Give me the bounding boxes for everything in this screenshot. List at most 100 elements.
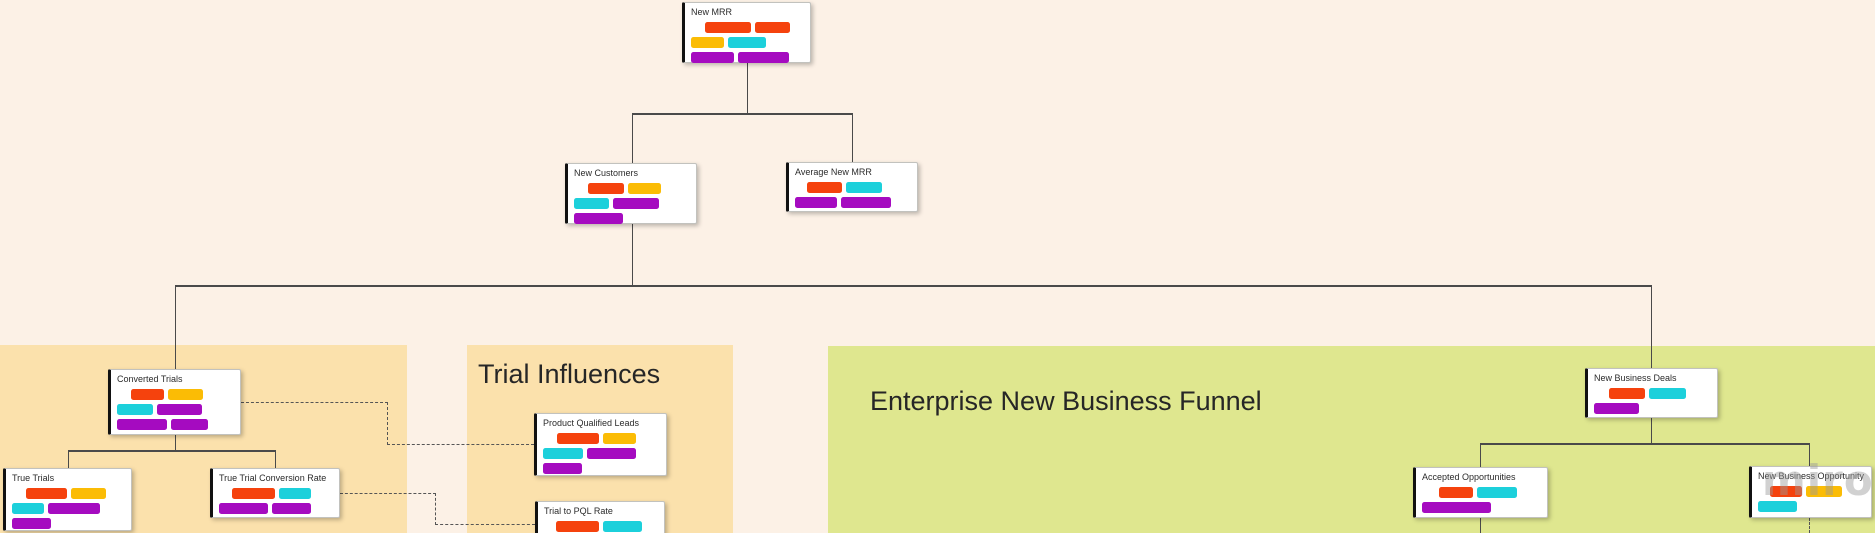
node-title: True Trial Conversion Rate [219,473,327,483]
purple-redacted-bar [574,213,623,224]
cyan-redacted-bar [603,521,642,532]
frame-title-trial-influences: Trial Influences [478,359,661,389]
node-new-mrr[interactable]: New MRR [682,2,811,63]
node-accepted-opportunities[interactable]: Accepted Opportunities [1413,467,1548,518]
yellow-redacted-bar [1806,486,1842,497]
cyan-redacted-bar [1758,501,1797,512]
node-bars [1422,487,1541,513]
red-redacted-bar [807,182,842,193]
node-bars [574,183,690,224]
purple-redacted-bar [738,52,789,63]
red-redacted-bar [755,22,790,33]
influence-connector-conversionrate-v [435,493,436,525]
node-title: Average New MRR [795,167,872,177]
connector-to-true-trial-conversion-rate [274,450,276,468]
cyan-redacted-bar [728,37,766,48]
purple-redacted-bar [1594,403,1639,414]
connector-level3-horizontal-right [1480,443,1810,445]
purple-redacted-bar [795,197,837,208]
connector-to-new-customers [631,113,633,163]
node-new-business-opportunity[interactable]: New Business Opportunity [1749,466,1872,518]
red-redacted-bar [232,488,275,499]
influence-connector-to-pql [387,444,534,445]
connector-convertedtrials-down [174,435,176,451]
purple-redacted-bar [117,419,167,430]
cyan-redacted-bar [279,488,311,499]
frame-title-enterprise-funnel: Enterprise New Business Funnel [870,386,1262,416]
connector-to-average-new-mrr [851,113,853,162]
connector-newmrr-down [746,63,748,114]
node-bars [795,182,911,208]
influence-connector-convertedtrials-h [241,402,388,403]
yellow-redacted-bar [71,488,106,499]
yellow-redacted-bar [628,183,661,194]
connector-level2-horizontal [175,285,1652,287]
yellow-redacted-bar [691,37,724,48]
influence-connector-conversionrate-h [340,493,436,494]
node-title: New Business Opportunity [1758,471,1865,481]
node-bars [219,488,333,514]
node-title: Product Qualified Leads [543,418,640,428]
node-bars [543,433,660,474]
purple-redacted-bar [48,503,100,514]
connector-to-new-business-deals [1650,285,1652,368]
influence-connector-newbusinessopportunity-down [1808,518,1810,533]
node-average-new-mrr[interactable]: Average New MRR [786,162,918,212]
purple-redacted-bar [157,404,202,415]
red-redacted-bar [705,22,751,33]
connector-to-accepted-opportunities [1479,443,1481,467]
influence-connector-to-pqlrate [435,524,535,525]
node-bars [12,488,125,529]
node-bars [1594,388,1711,414]
purple-redacted-bar [171,419,208,430]
node-product-qualified-leads[interactable]: Product Qualified Leads [534,413,667,476]
purple-redacted-bar [1422,502,1491,513]
node-bars [544,521,658,532]
node-true-trials[interactable]: True Trials [3,468,132,531]
purple-redacted-bar [841,197,891,208]
red-redacted-bar [1609,388,1645,399]
connector-to-new-business-opportunity [1808,443,1810,466]
yellow-redacted-bar [168,389,203,400]
cyan-redacted-bar [1649,388,1686,399]
connector-level3-horizontal-left [68,450,276,452]
connector-to-true-trials [67,450,69,468]
red-redacted-bar [557,433,599,444]
node-new-business-deals[interactable]: New Business Deals [1585,368,1718,418]
yellow-redacted-bar [603,433,636,444]
connector-newcustomers-down [631,224,633,286]
connector-level1-horizontal [632,113,853,115]
cyan-redacted-bar [574,198,609,209]
node-converted-trials[interactable]: Converted Trials [108,369,241,435]
red-redacted-bar [26,488,67,499]
node-bars [691,22,804,63]
node-title: True Trials [12,473,55,483]
node-title: Accepted Opportunities [1422,472,1516,482]
node-new-customers[interactable]: New Customers [565,163,697,224]
red-redacted-bar [556,521,599,532]
purple-redacted-bar [691,52,734,63]
purple-redacted-bar [543,463,582,474]
connector-to-converted-trials [174,285,176,369]
red-redacted-bar [1439,487,1473,498]
influence-connector-convertedtrials-v [387,402,388,445]
connector-newbusinessdeals-down [1650,418,1652,444]
red-redacted-bar [1770,486,1802,497]
purple-redacted-bar [12,518,51,529]
red-redacted-bar [588,183,624,194]
node-title: New Customers [574,168,639,178]
node-bars [117,389,234,430]
node-title: Converted Trials [117,374,183,384]
purple-redacted-bar [587,448,636,459]
purple-redacted-bar [219,503,268,514]
node-trial-to-pql-rate[interactable]: Trial to PQL Rate [535,501,665,533]
node-bars [1758,486,1865,512]
red-redacted-bar [131,389,164,400]
connector-acceptedopportunities-down [1479,518,1481,533]
cyan-redacted-bar [1477,487,1517,498]
node-title: New MRR [691,7,733,17]
node-true-trial-conversion-rate[interactable]: True Trial Conversion Rate [210,468,340,518]
cyan-redacted-bar [12,503,44,514]
purple-redacted-bar [272,503,311,514]
